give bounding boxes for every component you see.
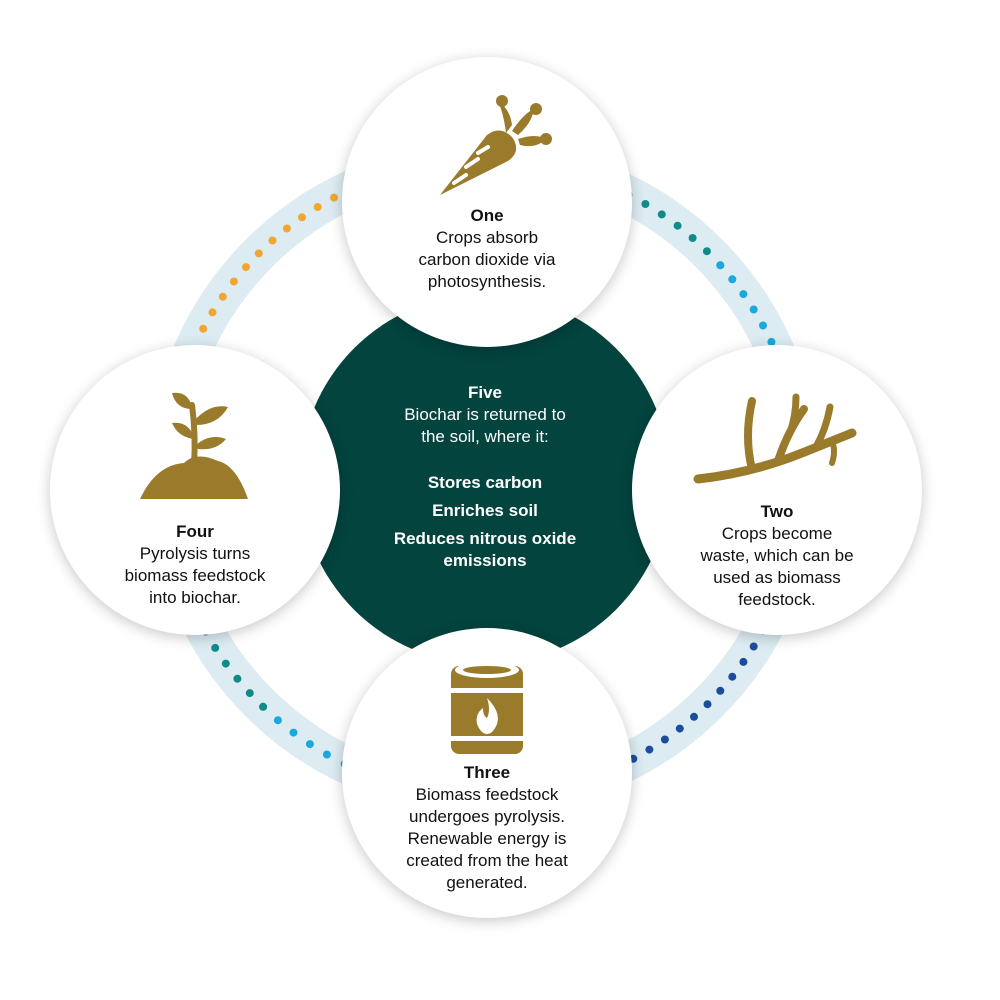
step-four-line: biomass feedstock [124,566,266,585]
sprout-in-soil-icon [140,392,248,499]
arrow-dot [282,224,291,233]
arrow-dot [690,712,698,721]
arrow-dot [716,261,725,270]
step-three-line: generated. [446,873,528,892]
arrow-dot [767,337,776,346]
benefit-item: Stores carbon [427,473,543,492]
step-two-circle: Two Crops become waste, which can be use… [632,345,922,635]
arrow-dot [221,659,230,668]
arrow-dot [660,735,669,744]
step-five-title: Five [467,383,503,402]
arrow-dot [322,750,331,759]
arrow-dot [199,324,208,333]
step-one-line: Crops absorb [435,228,539,247]
arrow-dot [702,247,711,256]
arrow-dot [657,210,666,219]
arrow-dot [268,236,277,245]
step-four-line: into biochar. [149,588,241,607]
arrow-dot [298,213,306,222]
step-two-line: Crops become [721,524,833,543]
arrow-dot [749,305,758,314]
arrow-dot [716,686,725,695]
step-one-line: photosynthesis. [427,272,547,291]
benefit-item: Enriches soil [432,501,538,520]
step-three-line: Renewable energy is [407,829,567,848]
arrow-dot [208,308,217,317]
branch-icon [693,393,857,484]
arrow-dot [645,745,654,754]
step-one-text: One Crops absorb carbon dioxide via phot… [372,205,602,293]
arrow-dot [728,672,737,681]
carrot-icon [440,95,552,195]
benefit-item: emissions [443,551,527,570]
arrow-dot [739,290,748,299]
step-four-title: Four [176,522,214,541]
arrow-dot [728,275,737,284]
step-two-title: Two [760,502,794,521]
arrow-dot [688,234,697,242]
arrow-dot [245,689,254,698]
step-two-line: feedstock. [738,590,816,609]
arrow-dot [242,263,250,272]
arrow-dot [703,700,712,709]
arrow-dot [749,642,758,651]
step-three-title: Three [463,763,511,782]
step-four-circle: Four Pyrolysis turns biomass feedstock i… [50,345,340,635]
step-one-line: carbon dioxide via [418,250,556,269]
step-four-line: Pyrolysis turns [139,544,251,563]
center-step-five: Five Biochar is returned to the soil, wh… [300,294,670,664]
arrow-dot [211,643,220,652]
step-five-line: the soil, where it: [421,427,549,446]
arrow-dot [330,193,338,202]
step-one-title: One [470,206,504,225]
step-three-line: Biomass feedstock [415,785,559,804]
step-three-line: created from the heat [406,851,568,870]
arrow-dot [305,740,314,749]
benefit-list: Stores carbon Enriches soil Reduces nitr… [340,472,630,572]
step-three-text: Three Biomass feedstock undergoes pyroly… [372,762,602,894]
step-four-text: Four Pyrolysis turns biomass feedstock i… [80,521,310,609]
arrow-dot [739,657,748,666]
arrow-dot [273,716,282,725]
arrow-dot [254,249,263,258]
arrow-dot [233,674,242,683]
arrow-dot [289,728,298,737]
arrow-dot [675,724,684,733]
benefit-item: Reduces nitrous oxide [393,529,577,548]
step-five-text: Five Biochar is returned to the soil, wh… [340,382,630,572]
step-one-circle: One Crops absorb carbon dioxide via phot… [342,57,632,347]
fire-barrel-icon [451,662,523,754]
step-two-line: used as biomass [713,568,841,587]
arrow-dot [641,200,650,208]
arrow-dot [313,203,322,211]
step-three-circle: Three Biomass feedstock undergoes pyroly… [342,628,632,918]
arrow-dot [759,321,767,330]
step-three-line: undergoes pyrolysis. [409,807,565,826]
arrow-dot [229,277,238,286]
arrow-dot [259,702,268,711]
arrow-dot [673,221,682,230]
step-five-line: Biochar is returned to [404,405,566,424]
arrow-dot [218,292,227,301]
step-two-line: waste, which can be [700,546,854,565]
step-two-text: Two Crops become waste, which can be use… [662,501,892,611]
